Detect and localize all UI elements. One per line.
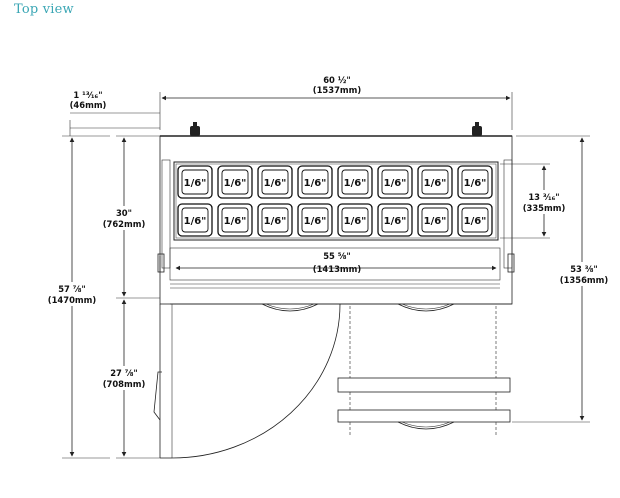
overall-width-metric: (1537mm) <box>313 85 362 95</box>
pan-grid: 1/6" 1/6" 1/6" 1/6" 1/6" 1/6" 1/6" 1/6" 1/6" 1/6"… <box>177 165 493 237</box>
pan-label: 1/6" <box>384 178 407 189</box>
rail-width-imperial: 55 ⅝" <box>323 251 351 261</box>
pan-sixth: 1/6" <box>177 165 213 199</box>
pan-sixth: 1/6" <box>177 203 213 237</box>
pan-label: 1/6" <box>424 216 447 227</box>
cabinet-depth-imperial: 30" <box>116 208 132 218</box>
overall-width-imperial: 60 ½" <box>323 75 351 85</box>
pan-label: 1/6" <box>304 178 327 189</box>
rail-depth-metric: (335mm) <box>523 203 566 213</box>
pan-sixth: 1/6" <box>297 203 333 237</box>
door-left <box>153 303 341 459</box>
pan-label: 1/6" <box>344 216 367 227</box>
pan-label: 1/6" <box>264 216 287 227</box>
rail-depth-imperial: 13 ³⁄₁₆" <box>528 192 559 202</box>
cabinet-depth-metric: (762mm) <box>103 219 146 229</box>
drawer-depth-imperial: 53 ⅜" <box>570 264 598 274</box>
pan-sixth: 1/6" <box>257 203 293 237</box>
pan-label: 1/6" <box>224 216 247 227</box>
pan-label: 1/6" <box>184 216 207 227</box>
pan-label: 1/6" <box>424 178 447 189</box>
cutting-board <box>169 247 501 281</box>
pan-sixth: 1/6" <box>377 203 413 237</box>
overall-depth-metric: (1470mm) <box>48 295 97 305</box>
page-title: Top view <box>14 2 74 17</box>
pan-label: 1/6" <box>264 178 287 189</box>
power-cord-left-icon <box>190 122 200 136</box>
cabinet-body <box>157 135 515 305</box>
pan-sixth: 1/6" <box>337 203 373 237</box>
pan-sixth: 1/6" <box>417 203 453 237</box>
pan-sixth: 1/6" <box>257 165 293 199</box>
pan-label: 1/6" <box>464 216 487 227</box>
pan-sixth: 1/6" <box>337 165 373 199</box>
pan-label: 1/6" <box>304 216 327 227</box>
drawer-depth-metric: (1356mm) <box>560 275 609 285</box>
pan-label: 1/6" <box>384 216 407 227</box>
pan-sixth: 1/6" <box>217 165 253 199</box>
pan-label: 1/6" <box>224 178 247 189</box>
pan-sixth: 1/6" <box>457 203 493 237</box>
pan-sixth: 1/6" <box>297 165 333 199</box>
pan-label: 1/6" <box>344 178 367 189</box>
power-cord-right-icon <box>472 122 482 136</box>
drawer-outline <box>337 306 511 436</box>
pan-sixth: 1/6" <box>377 165 413 199</box>
door-swing-metric: (708mm) <box>103 379 146 389</box>
drawer-handles <box>261 303 455 430</box>
rail-width-metric: (1413mm) <box>313 264 362 274</box>
overall-depth-imperial: 57 ⅞" <box>58 284 86 294</box>
pan-sixth: 1/6" <box>417 165 453 199</box>
pan-sixth: 1/6" <box>457 165 493 199</box>
door-swing-imperial: 27 ⅞" <box>110 368 138 378</box>
cord-offset-metric: (46mm) <box>70 100 107 110</box>
cord-offset-imperial: 1 ¹³⁄₁₆" <box>73 90 102 100</box>
pan-label: 1/6" <box>464 178 487 189</box>
pan-sixth: 1/6" <box>217 203 253 237</box>
pan-label: 1/6" <box>184 178 207 189</box>
